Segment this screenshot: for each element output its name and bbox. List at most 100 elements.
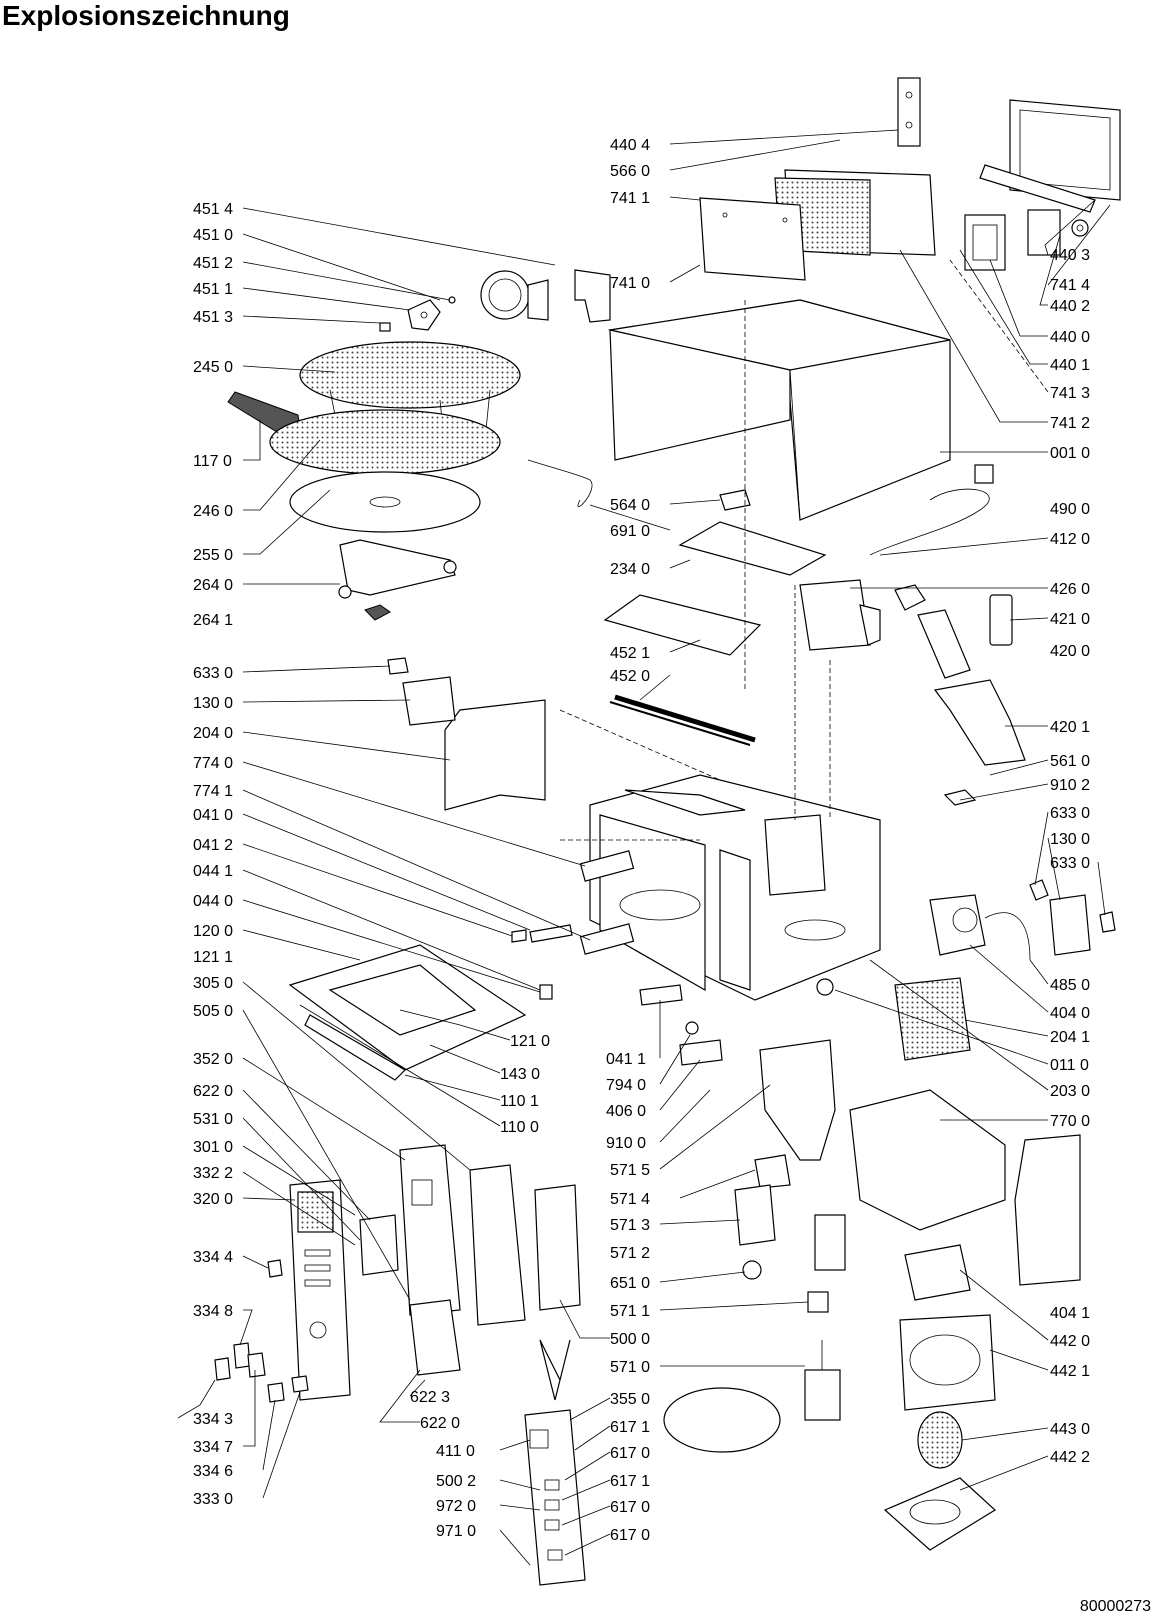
part-label-7741: 774 1: [193, 783, 233, 800]
part-label-5640: 564 0: [610, 497, 650, 514]
bracket-440-4: [897, 77, 921, 147]
hinge-774-1: [579, 923, 635, 955]
coupler-794-0: [685, 1021, 699, 1035]
part-label-1300a: 130 0: [193, 695, 233, 712]
air-duct-571-5: [759, 1039, 836, 1161]
part-label-2041: 204 1: [1050, 1029, 1090, 1046]
part-label-6171a: 617 1: [610, 1419, 650, 1436]
part-label-4120: 412 0: [1050, 531, 1090, 548]
part-label-4201: 420 1: [1050, 719, 1090, 736]
part-label-6330a: 633 0: [193, 665, 233, 682]
part-label-9710: 971 0: [436, 1523, 476, 1540]
part-label-0441: 044 1: [193, 863, 233, 880]
switch-bracket-130-0: [402, 676, 456, 726]
foot-011-0: [816, 978, 834, 996]
display-332-2: [359, 1214, 399, 1276]
button-334-4: [267, 1259, 283, 1278]
outer-cabinet-001-0: [607, 299, 951, 521]
switch-633-0: [387, 657, 409, 675]
part-label-2550: 255 0: [193, 547, 233, 564]
part-label-4210: 421 0: [1050, 611, 1090, 628]
part-label-0440: 044 0: [193, 893, 233, 910]
cavity: [589, 774, 881, 1001]
latch-044-1: [539, 984, 553, 1000]
panel-204-0: [444, 699, 546, 811]
frame-741-0: [699, 197, 806, 281]
button-333-0b: [291, 1375, 309, 1393]
control-panel-333-0: [289, 1179, 351, 1401]
part-label-7700: 770 0: [1050, 1113, 1090, 1130]
part-label-0411: 041 1: [606, 1051, 646, 1068]
lamp-651-0: [742, 1260, 762, 1280]
clip-564-0: [719, 489, 751, 511]
coupler-264-1: [364, 604, 391, 621]
base-plate-442-2: [883, 1477, 996, 1551]
part-label-2450: 245 0: [193, 359, 233, 376]
part-label-4041: 404 1: [1050, 1305, 1090, 1322]
plate-041-1: [639, 984, 683, 1006]
part-label-5710: 571 0: [610, 1359, 650, 1376]
part-label-3343: 334 3: [193, 1411, 233, 1428]
part-label-9100: 910 0: [606, 1135, 646, 1152]
part-label-5712: 571 2: [610, 1245, 650, 1262]
part-label-6220a: 622 0: [193, 1083, 233, 1100]
fan-housing-442-1: [899, 1314, 996, 1411]
part-label-4110: 411 0: [436, 1443, 475, 1460]
part-label-5050: 505 0: [193, 1003, 233, 1020]
fan-wheel-443-0: [917, 1411, 963, 1469]
cord-490-0: [869, 488, 990, 556]
part-label-2340: 234 0: [610, 561, 650, 578]
part-label-4900: 490 0: [1050, 501, 1090, 518]
part-label-1430: 143 0: [500, 1066, 540, 1083]
bracket-451-4: [574, 269, 611, 323]
motor-571-0: [804, 1340, 841, 1421]
part-label-0110: 011 0: [1050, 1057, 1089, 1074]
part-label-6220b: 622 0: [420, 1415, 460, 1432]
part-label-1200: 120 0: [193, 923, 233, 940]
part-label-6171b: 617 1: [610, 1473, 650, 1490]
part-label-3347: 334 7: [193, 1439, 233, 1456]
part-label-7412: 741 2: [1050, 415, 1090, 432]
part-label-5000: 500 0: [610, 1331, 650, 1348]
part-label-6223: 622 3: [410, 1389, 450, 1406]
part-label-4511: 451 1: [193, 281, 233, 298]
part-label-7740: 774 0: [193, 755, 233, 772]
bracket-622-0: [409, 1299, 461, 1376]
plate-246-0: [269, 409, 501, 475]
part-label-1211: 121 1: [193, 949, 233, 966]
part-label-0010: 001 0: [1050, 445, 1090, 462]
part-label-7410: 741 0: [610, 275, 650, 292]
transformer-412-0: [799, 579, 881, 651]
part-label-2641: 264 1: [193, 612, 233, 629]
part-label-4400: 440 0: [1050, 329, 1090, 346]
part-label-3346: 334 6: [193, 1463, 233, 1480]
part-label-3348: 334 8: [193, 1303, 233, 1320]
wire-485-0: [984, 912, 1031, 961]
part-label-4402: 440 2: [1050, 298, 1090, 315]
part-label-3200: 320 0: [193, 1191, 233, 1208]
clip-451-3: [379, 322, 391, 332]
part-label-6510: 651 0: [610, 1275, 650, 1292]
part-label-7411: 741 1: [610, 190, 650, 207]
back-frame-741-4: [1009, 99, 1121, 201]
part-label-4404: 440 4: [610, 137, 650, 154]
part-label-3010: 301 0: [193, 1139, 233, 1156]
part-label-4512: 451 2: [193, 255, 233, 272]
part-label-3550: 355 0: [610, 1391, 650, 1408]
part-label-9102: 910 2: [1050, 777, 1090, 794]
lamp-socket-440-0: [964, 209, 1061, 271]
part-label-5310: 531 0: [193, 1111, 233, 1128]
capacitor-421-0: [989, 594, 1013, 646]
part-label-4040: 404 0: [1050, 1005, 1090, 1022]
part-label-5610: 561 0: [1050, 753, 1090, 770]
bracket-305-0: [469, 1164, 526, 1326]
part-label-4060: 406 0: [606, 1103, 646, 1120]
part-label-4200: 420 0: [1050, 643, 1090, 660]
heater-452-0: [609, 694, 756, 746]
washer-440-2: [1071, 219, 1089, 237]
switch-633-0b: [1099, 911, 1116, 933]
bracket-451-0: [480, 270, 549, 321]
button-334-7: [247, 1352, 266, 1378]
turntable-255-0: [289, 471, 481, 533]
